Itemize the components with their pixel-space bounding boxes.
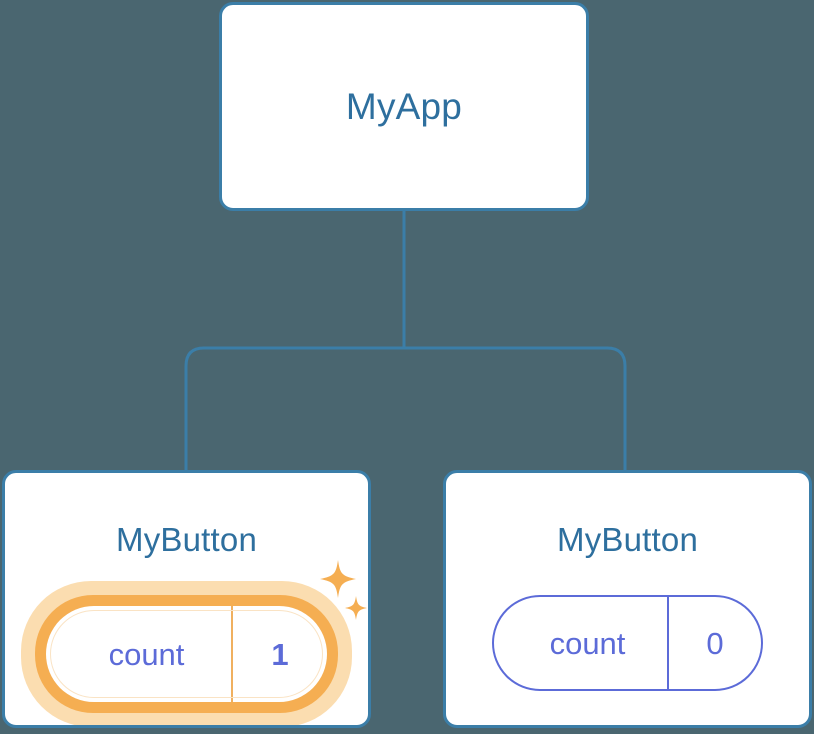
connector-to-right-child <box>404 346 627 472</box>
state-pill-plain-wrap: count 0 <box>446 595 809 691</box>
state-value-right: 0 <box>667 597 761 689</box>
state-key-left: count <box>108 636 185 672</box>
state-pill-count-right[interactable]: count 0 <box>492 595 763 691</box>
state-pill-count-left[interactable]: count 1 <box>46 606 327 702</box>
node-myapp-label: MyApp <box>345 85 463 127</box>
state-pill-ring: count 1 <box>35 595 338 713</box>
node-myapp[interactable]: MyApp <box>219 2 589 211</box>
node-mybutton-right[interactable]: MyButton count 0 <box>443 470 812 728</box>
node-mybutton-right-label: MyButton <box>557 521 698 558</box>
state-key-right: count <box>549 625 626 661</box>
state-value-left: 1 <box>231 606 327 702</box>
connector-to-left-child <box>184 346 404 472</box>
node-mybutton-left[interactable]: MyButton count 1 <box>2 470 371 728</box>
state-pill-glow: count 1 <box>21 581 352 725</box>
node-mybutton-left-label: MyButton <box>116 521 257 558</box>
state-pill-highlighted-wrap: count 1 <box>5 581 368 725</box>
